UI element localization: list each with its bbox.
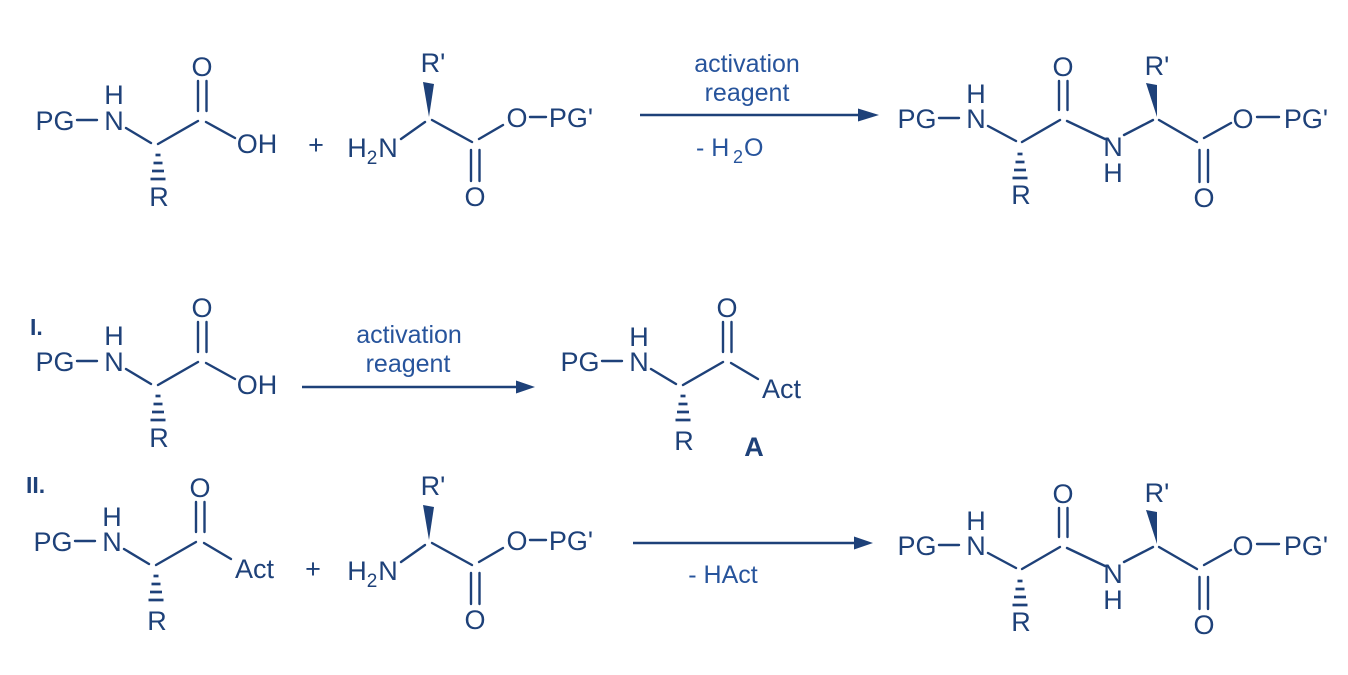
structure-activated-amino-acid-step-i bbox=[559, 291, 803, 458]
structure-dipeptide-step-ii bbox=[896, 476, 1330, 642]
arrow-byproduct: - HAct bbox=[688, 561, 758, 589]
arrow-condition-line2: reagent bbox=[366, 350, 451, 378]
structure-amino-ester-step-ii bbox=[346, 469, 595, 637]
plus-sign-step-ii: + bbox=[305, 554, 321, 584]
step-ii-label: II. bbox=[26, 472, 45, 498]
structure-amino-ester-general bbox=[346, 46, 595, 214]
arrow-byproduct-subscript: 2 bbox=[733, 147, 743, 167]
arrow-head bbox=[516, 380, 535, 394]
structure-dipeptide-general bbox=[896, 49, 1330, 215]
arrow-head bbox=[854, 536, 873, 550]
structure-protected-amino-acid-general bbox=[34, 50, 279, 214]
arrow-byproduct-suffix: O bbox=[744, 134, 763, 162]
reaction-arrow-general: activation reagent - H 2 O bbox=[640, 50, 879, 167]
arrow-condition-line1: activation bbox=[356, 321, 462, 349]
intermediate-a-tag: A bbox=[744, 432, 764, 462]
step-i-label: I. bbox=[30, 314, 43, 340]
reaction-arrow-step-ii: - HAct bbox=[633, 536, 873, 589]
structure-protected-amino-acid-step-i bbox=[34, 291, 279, 455]
structure-activated-amino-acid-step-ii bbox=[32, 471, 276, 638]
plus-sign-general: + bbox=[308, 130, 324, 160]
reaction-arrow-step-i: activation reagent bbox=[302, 321, 535, 394]
arrow-head bbox=[858, 108, 879, 122]
arrow-condition-line1: activation bbox=[694, 50, 800, 78]
arrow-byproduct-prefix: - H bbox=[696, 134, 729, 162]
arrow-condition-line2: reagent bbox=[705, 79, 790, 107]
